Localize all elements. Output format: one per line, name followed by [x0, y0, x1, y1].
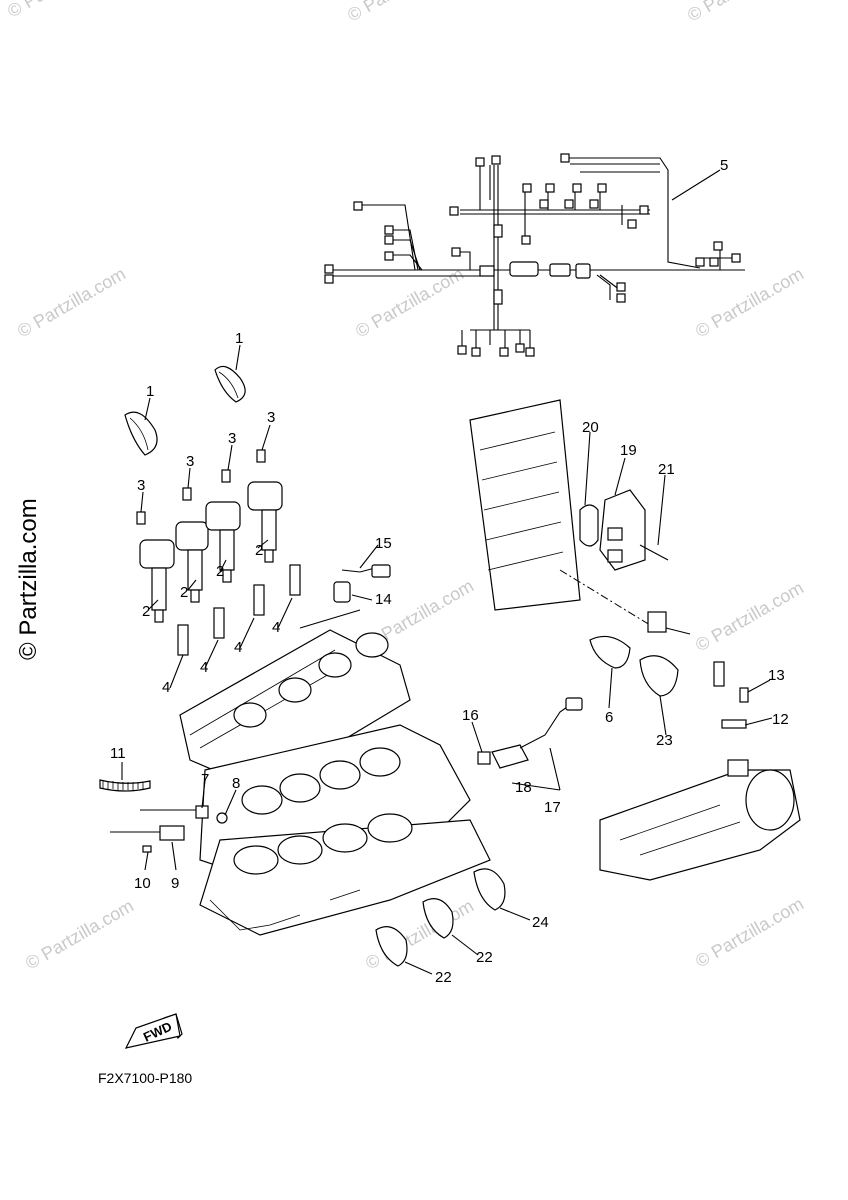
diagram-code: F2X7100-P180	[98, 1070, 193, 1086]
callout-11: 11	[110, 745, 126, 762]
coil-bands	[124, 365, 246, 456]
watermark: © Partzilla.com	[22, 895, 137, 973]
callout-3: 3	[267, 409, 275, 426]
callout-3: 3	[186, 453, 194, 470]
callout-6: 6	[605, 709, 613, 726]
watermark: © Partzilla.com	[4, 0, 119, 21]
callout-4: 4	[234, 639, 242, 656]
callout-4: 4	[200, 659, 208, 676]
callout-4: 4	[272, 619, 280, 636]
ecu-area	[469, 399, 691, 697]
callout-12: 12	[772, 711, 789, 728]
callout-23: 23	[656, 732, 673, 749]
fwd-arrow: FWD	[124, 1013, 183, 1049]
callout-24: 24	[532, 914, 549, 931]
exhaust-manifold	[599, 661, 801, 881]
callout-22: 22	[435, 969, 452, 986]
callout-16: 16	[462, 707, 479, 724]
ignition-coils	[136, 449, 301, 656]
callout-5: 5	[720, 157, 728, 174]
watermark: © Partzilla.com	[684, 0, 799, 25]
callout-15: 15	[375, 535, 392, 552]
callout-2: 2	[216, 563, 224, 580]
callout-14: 14	[375, 591, 392, 608]
callout-13: 13	[768, 667, 785, 684]
callout-20: 20	[582, 419, 599, 436]
watermark: © Partzilla.com	[352, 263, 467, 341]
wire-harness	[324, 153, 745, 357]
callout-8: 8	[232, 775, 240, 792]
callout-10: 10	[134, 875, 151, 892]
callout-17: 17	[544, 799, 561, 816]
watermark: © Partzilla.com	[692, 263, 807, 341]
hose-clamps	[375, 868, 506, 967]
watermark: © Partzilla.com	[692, 577, 807, 655]
callout-2: 2	[180, 584, 188, 601]
callout-9: 9	[171, 875, 179, 892]
watermark: © Partzilla.com	[692, 893, 807, 971]
callout-18: 18	[515, 779, 532, 796]
callout-19: 19	[620, 442, 637, 459]
callout-7: 7	[201, 771, 209, 788]
callout-21: 21	[658, 461, 675, 478]
callout-3: 3	[228, 430, 236, 447]
engine-block	[179, 629, 491, 936]
callout-1: 1	[235, 330, 243, 347]
callout-3: 3	[137, 477, 145, 494]
callout-2: 2	[142, 603, 150, 620]
callout-4: 4	[162, 679, 170, 696]
watermark: © Partzilla.com	[344, 0, 459, 25]
leader-lines	[121, 169, 773, 975]
watermark: © Partzilla.com	[14, 263, 129, 341]
callout-22: 22	[476, 949, 493, 966]
callouts: 1 1 2 2 2 2 3 3 3 3 4 4 4 4 5 6 7 8 9 10…	[110, 157, 789, 986]
callout-2: 2	[255, 542, 263, 559]
sensors-center	[299, 564, 583, 791]
watermark-vertical: © Partzilla.com	[15, 498, 42, 660]
callout-1: 1	[146, 383, 154, 400]
